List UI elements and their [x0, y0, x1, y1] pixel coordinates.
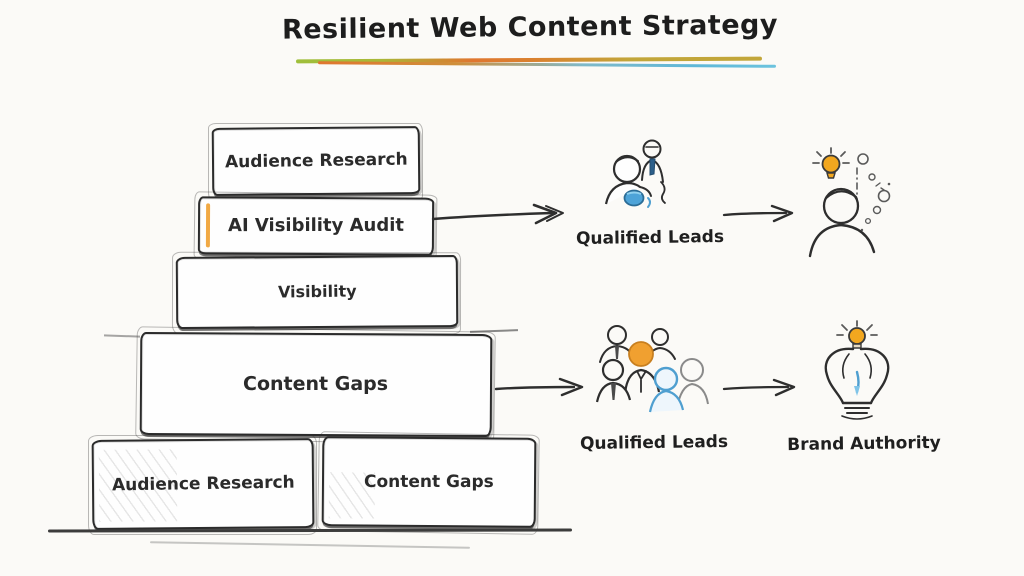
arrow-leads-to-brand-authority-icon [722, 378, 796, 397]
construction-line [103, 334, 141, 338]
pyramid-box-ai-visibility-audit: AI Visibility Audit [197, 196, 435, 256]
orange-accent-stripe [205, 203, 211, 248]
box-label: Audience Research [224, 149, 408, 173]
pyramid-box-audience-research-top: Audience Research [211, 126, 421, 196]
qualified-leads-label-row1: Qualified Leads [575, 226, 725, 250]
construction-line [469, 329, 519, 333]
box-label: Content Gaps [364, 471, 494, 493]
pyramid-box-audience-research-base: Audience Research [91, 438, 315, 530]
box-label: Visibility [277, 281, 357, 302]
box-label: AI Visibility Audit [227, 215, 405, 237]
ground-sketch-line [150, 541, 470, 549]
arrow-leads-to-person-icon [722, 204, 794, 223]
ground-line [47, 528, 573, 533]
pyramid-box-content-gaps: Content Gaps [139, 331, 493, 438]
pyramid-box-visibility: Visibility [175, 255, 459, 329]
arrow-audit-to-qualified-leads-icon [431, 203, 564, 225]
person-idea-icon [808, 147, 891, 258]
brand-authority-label: Brand Authority [787, 432, 941, 456]
qualified-leads-label-row2: Qualified Leads [579, 431, 729, 455]
qualified-leads-group-icon [596, 325, 709, 413]
box-label: Content Gaps [243, 373, 389, 396]
page-title: Resilient Web Content Strategy [281, 9, 779, 46]
pyramid-box-content-gaps-base: Content Gaps [321, 436, 537, 528]
arrow-gaps-to-qualified-leads-icon [494, 377, 584, 397]
brand-authority-bulb-icon [824, 320, 890, 420]
title-underline-stroke-2 [317, 61, 777, 68]
box-label: Audience Research [111, 472, 295, 496]
qualified-leads-pair-icon [604, 139, 666, 208]
